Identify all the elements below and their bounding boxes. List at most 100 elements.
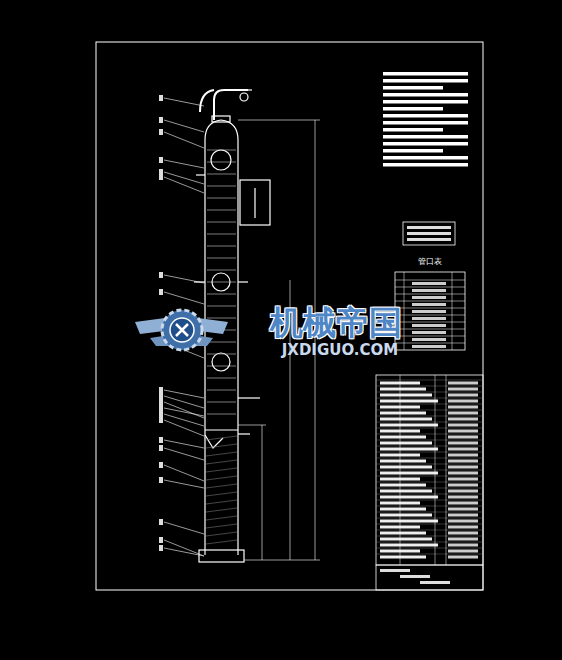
tray-line bbox=[207, 150, 236, 151]
table-rule bbox=[376, 434, 483, 435]
table-cell-bar bbox=[448, 454, 478, 457]
callout-mark bbox=[159, 537, 163, 543]
table-rule bbox=[446, 375, 447, 565]
tray-line bbox=[207, 342, 236, 343]
table-cell-bar bbox=[380, 484, 426, 487]
note-text-bar bbox=[383, 107, 443, 111]
table-cell-bar bbox=[380, 412, 426, 415]
leader-line bbox=[164, 275, 204, 283]
table-cell-bar bbox=[448, 394, 478, 397]
leader-line bbox=[164, 177, 204, 193]
callout-mark bbox=[159, 272, 163, 278]
leader-line bbox=[164, 414, 204, 426]
tray-line bbox=[207, 162, 236, 163]
leader-line bbox=[164, 390, 204, 398]
table-rule bbox=[376, 416, 483, 417]
skirt-hatch bbox=[206, 452, 237, 456]
tray-line bbox=[207, 186, 236, 187]
table-cell-bar bbox=[380, 556, 426, 559]
leader-line bbox=[164, 120, 204, 132]
leader-line bbox=[164, 540, 204, 556]
note-text-bar bbox=[383, 121, 468, 125]
table-rule bbox=[376, 452, 483, 453]
callout-mark bbox=[159, 399, 163, 405]
table-cell-bar bbox=[380, 508, 426, 511]
table-title: 管口表 bbox=[418, 258, 442, 266]
table-cell-bar bbox=[448, 382, 478, 385]
table-cell-bar bbox=[448, 496, 478, 499]
leader-line bbox=[164, 160, 204, 168]
table-cell-bar bbox=[412, 345, 446, 348]
table-rule bbox=[376, 524, 483, 525]
table-cell-bar bbox=[380, 466, 432, 469]
note-text-bar bbox=[383, 149, 443, 153]
table-cell-bar bbox=[448, 490, 478, 493]
leader-line bbox=[164, 420, 204, 436]
table-cell-bar bbox=[380, 388, 426, 391]
table-rule bbox=[395, 308, 465, 309]
table-rule bbox=[395, 280, 465, 281]
note-text-bar bbox=[383, 100, 468, 104]
leader-line bbox=[164, 292, 204, 304]
table-rule bbox=[376, 404, 483, 405]
table-cell-bar bbox=[412, 310, 446, 313]
table-cell-bar bbox=[412, 303, 446, 306]
table-rule bbox=[376, 446, 483, 447]
callout-mark bbox=[159, 174, 163, 180]
title-block-bar bbox=[400, 575, 430, 578]
table-rule bbox=[376, 536, 483, 537]
table-cell-bar bbox=[448, 430, 478, 433]
tray-line bbox=[207, 174, 236, 175]
note-text-bar bbox=[383, 135, 468, 139]
table-rule bbox=[376, 518, 483, 519]
table-cell-bar bbox=[448, 508, 478, 511]
note-text-bar bbox=[383, 128, 443, 132]
table-rule bbox=[376, 464, 483, 465]
skirt-hatch bbox=[206, 524, 237, 528]
table-cell-bar bbox=[448, 388, 478, 391]
tray-line bbox=[207, 414, 236, 415]
callout-mark bbox=[159, 95, 163, 101]
table-cell-bar bbox=[412, 317, 446, 320]
table-cell-bar bbox=[448, 448, 478, 451]
leader-line bbox=[164, 408, 204, 416]
table-rule bbox=[376, 482, 483, 483]
skirt-hatch bbox=[206, 476, 237, 480]
callout-mark bbox=[159, 462, 163, 468]
table-cell-bar bbox=[448, 484, 478, 487]
note-text-bar bbox=[383, 163, 468, 167]
tray-line bbox=[207, 210, 236, 211]
table-cell-bar bbox=[448, 406, 478, 409]
table-cell-bar bbox=[448, 520, 478, 523]
leader-line bbox=[164, 172, 204, 184]
table-rule bbox=[435, 375, 436, 565]
table-rule bbox=[395, 301, 465, 302]
table-rule bbox=[376, 440, 483, 441]
table-cell-bar bbox=[380, 442, 432, 445]
table-cell-bar bbox=[380, 490, 432, 493]
table-cell-bar bbox=[448, 436, 478, 439]
table-cell-bar bbox=[448, 466, 478, 469]
leader-lines bbox=[159, 95, 204, 556]
table-cell-bar bbox=[380, 418, 432, 421]
table-rule bbox=[376, 380, 483, 381]
table-rule bbox=[376, 530, 483, 531]
note-text-bar bbox=[383, 86, 443, 90]
tray-line bbox=[207, 354, 236, 355]
callout-mark bbox=[159, 445, 163, 451]
table-cell-bar bbox=[448, 478, 478, 481]
skirt-hatch bbox=[206, 444, 237, 448]
table-cell-bar bbox=[448, 514, 478, 517]
table-rule bbox=[395, 336, 465, 337]
table-cell-bar bbox=[448, 544, 478, 547]
tray-line bbox=[207, 270, 236, 271]
table-rule bbox=[376, 500, 483, 501]
tray-line bbox=[207, 258, 236, 259]
table-cell-bar bbox=[380, 532, 426, 535]
callout-mark bbox=[159, 405, 163, 411]
leader-line bbox=[164, 440, 204, 448]
table-cell-bar bbox=[448, 526, 478, 529]
title-block-bar bbox=[420, 581, 450, 584]
table-rule bbox=[395, 287, 465, 288]
table-rule bbox=[376, 476, 483, 477]
